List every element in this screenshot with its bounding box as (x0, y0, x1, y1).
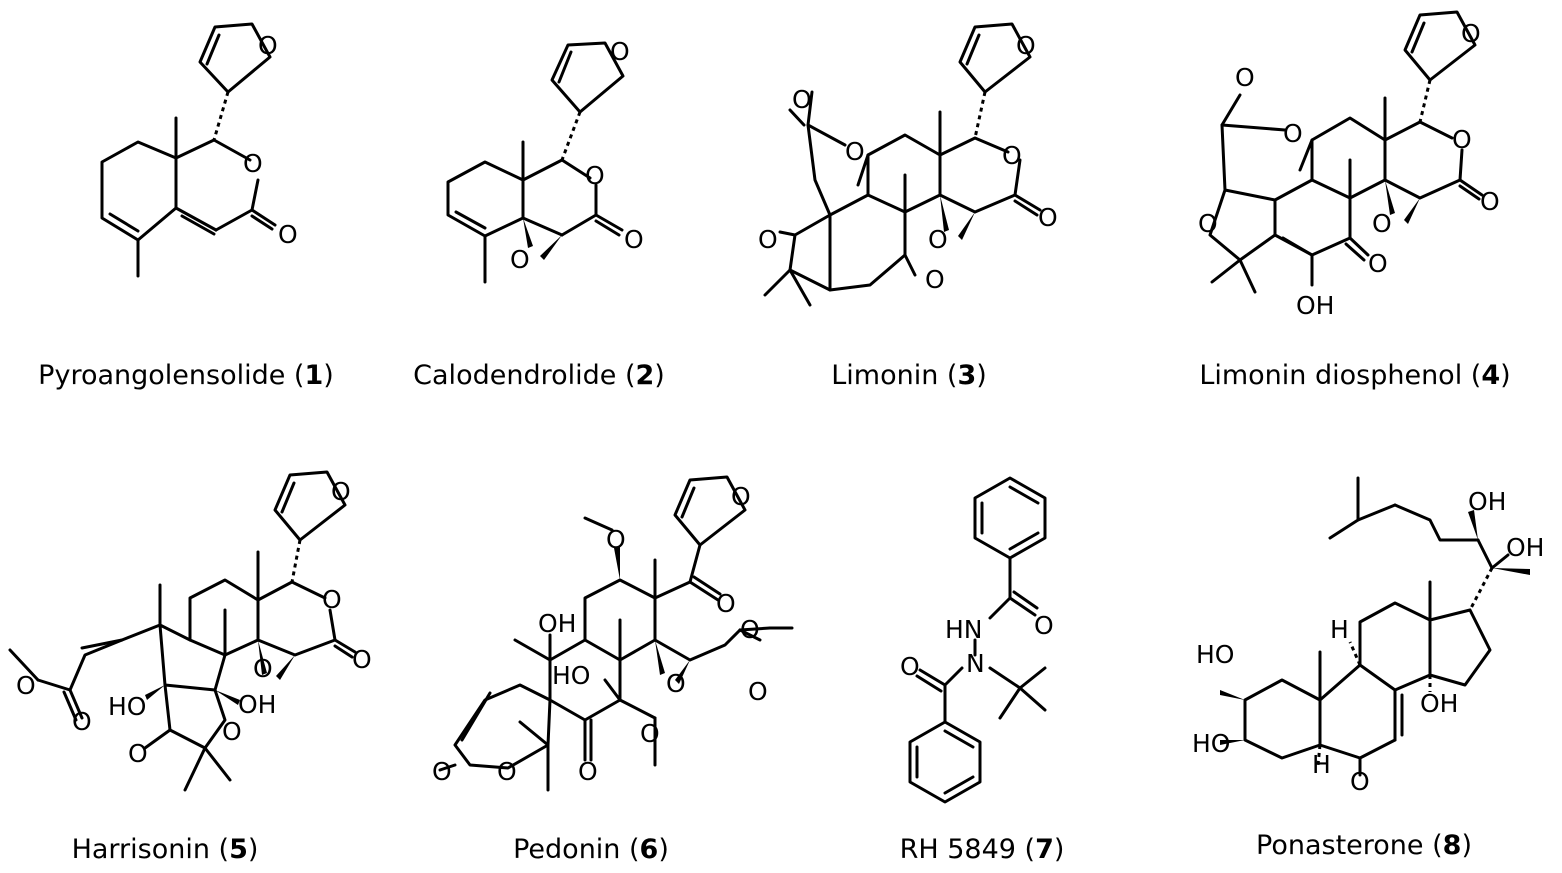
caption-compound-2: Calodendrolide (2) (413, 360, 665, 391)
structure-harrisonin (8, 470, 357, 792)
furan-ring (1403, 10, 1477, 82)
atom-label: O (845, 137, 865, 166)
atom-label: O (928, 225, 948, 254)
compound-number: 3 (957, 360, 977, 391)
compound-name: Limonin diosphenol (1199, 360, 1463, 391)
furan-ring (958, 22, 1032, 94)
atom-label: O (578, 757, 598, 786)
structure-rh5849 (908, 476, 1047, 804)
caption-compound-3: Limonin (3) (831, 360, 987, 391)
atom-label: O (640, 719, 660, 748)
benzene-ring-bottom (908, 720, 982, 804)
atom-label: O (606, 525, 626, 554)
furan-ring (550, 41, 625, 114)
compound-number: 2 (635, 360, 655, 391)
atom-label: O (1480, 187, 1500, 216)
furan-ring (198, 22, 272, 94)
atom-label: O (585, 161, 605, 190)
atom-label: O (758, 225, 778, 254)
atom-label: H (1312, 750, 1331, 779)
structure-ponasterone (1220, 476, 1530, 777)
structure-limonin (763, 22, 1042, 307)
atom-label: H (1330, 615, 1349, 644)
atom-label: O (258, 31, 278, 60)
compound-name: Harrisonin (71, 834, 210, 865)
compound-name: Pedonin (513, 834, 621, 865)
atom-label: O (1235, 63, 1255, 92)
caption-compound-5: Harrisonin (5) (71, 834, 259, 865)
atom-label: O (1283, 119, 1303, 148)
atom-label: O (1461, 19, 1481, 48)
caption-compound-6: Pedonin (6) (513, 834, 669, 865)
atom-label: O (497, 757, 517, 786)
atom-label: HN (945, 615, 983, 644)
atom-label: O (792, 85, 812, 114)
compound-name: Limonin (831, 360, 939, 391)
atom-label: O (1016, 31, 1036, 60)
atom-label: O (666, 669, 686, 698)
atom-label: O (624, 225, 644, 254)
compound-number: 5 (229, 834, 248, 865)
atom-label: OH (1506, 533, 1544, 562)
atom-label: O (1002, 141, 1022, 170)
atom-label: HO (1196, 640, 1234, 669)
structure-pedonin (438, 475, 794, 792)
caption-compound-7: RH 5849 (7) (899, 834, 1065, 865)
atom-label: O (322, 585, 342, 614)
atom-label: O (740, 615, 760, 644)
compound-number: 1 (304, 360, 324, 391)
compound-number: 7 (1035, 834, 1054, 865)
atom-label: O (1038, 203, 1058, 232)
compound-number: 6 (639, 834, 659, 865)
atom-label: HO (1192, 729, 1230, 758)
atom-label: O (1198, 209, 1218, 238)
compound-number: 8 (1442, 830, 1462, 861)
compound-number: 4 (1481, 360, 1501, 391)
atom-label: O (510, 245, 530, 274)
atom-label: O (716, 589, 736, 618)
atom-label: HO (552, 661, 590, 690)
atom-label: OH (538, 609, 576, 638)
atom-label: OH (238, 690, 276, 719)
structure-pyroangolensolide (100, 22, 277, 278)
caption-compound-1: Pyroangolensolide (1) (38, 360, 334, 391)
structure-calodendrolide (446, 41, 625, 284)
atom-label: O (128, 739, 148, 768)
atom-label: N (966, 649, 985, 678)
atom-label: O (748, 677, 768, 706)
atom-label: O (610, 37, 630, 66)
atom-label: O (432, 757, 452, 786)
atom-label: O (1452, 125, 1472, 154)
atom-label: O (278, 220, 298, 249)
furan-ring (273, 470, 347, 542)
benzene-ring-top (973, 476, 1047, 560)
atom-label: O (925, 265, 945, 294)
structure-limonin-diosphenol (1208, 10, 1484, 294)
compound-name: RH 5849 (899, 834, 1016, 865)
atom-label: O (1350, 767, 1370, 796)
atom-label: O (352, 645, 372, 674)
atom-label: O (72, 707, 92, 736)
caption-compound-8: Ponasterone (8) (1256, 830, 1472, 861)
caption-compound-4: Limonin diosphenol (4) (1199, 360, 1511, 391)
atom-label: O (1368, 249, 1388, 278)
atom-label: O (900, 652, 920, 681)
atom-label: OH (1296, 291, 1334, 320)
atom-label: O (243, 149, 263, 178)
atom-label: O (16, 671, 36, 700)
atom-label: OH (1468, 487, 1506, 516)
compound-name: Pyroangolensolide (38, 360, 286, 391)
furan-ring (673, 475, 747, 547)
atom-label: O (1372, 209, 1392, 238)
atom-label: O (331, 477, 351, 506)
compound-name: Calodendrolide (413, 360, 617, 391)
atom-label: O (1034, 611, 1054, 640)
compound-name: Ponasterone (1256, 830, 1424, 861)
atom-label: O (731, 482, 751, 511)
atom-label: O (253, 654, 273, 683)
atom-label: OH (1420, 689, 1458, 718)
atom-label: O (222, 717, 242, 746)
atom-label: HO (108, 692, 146, 721)
